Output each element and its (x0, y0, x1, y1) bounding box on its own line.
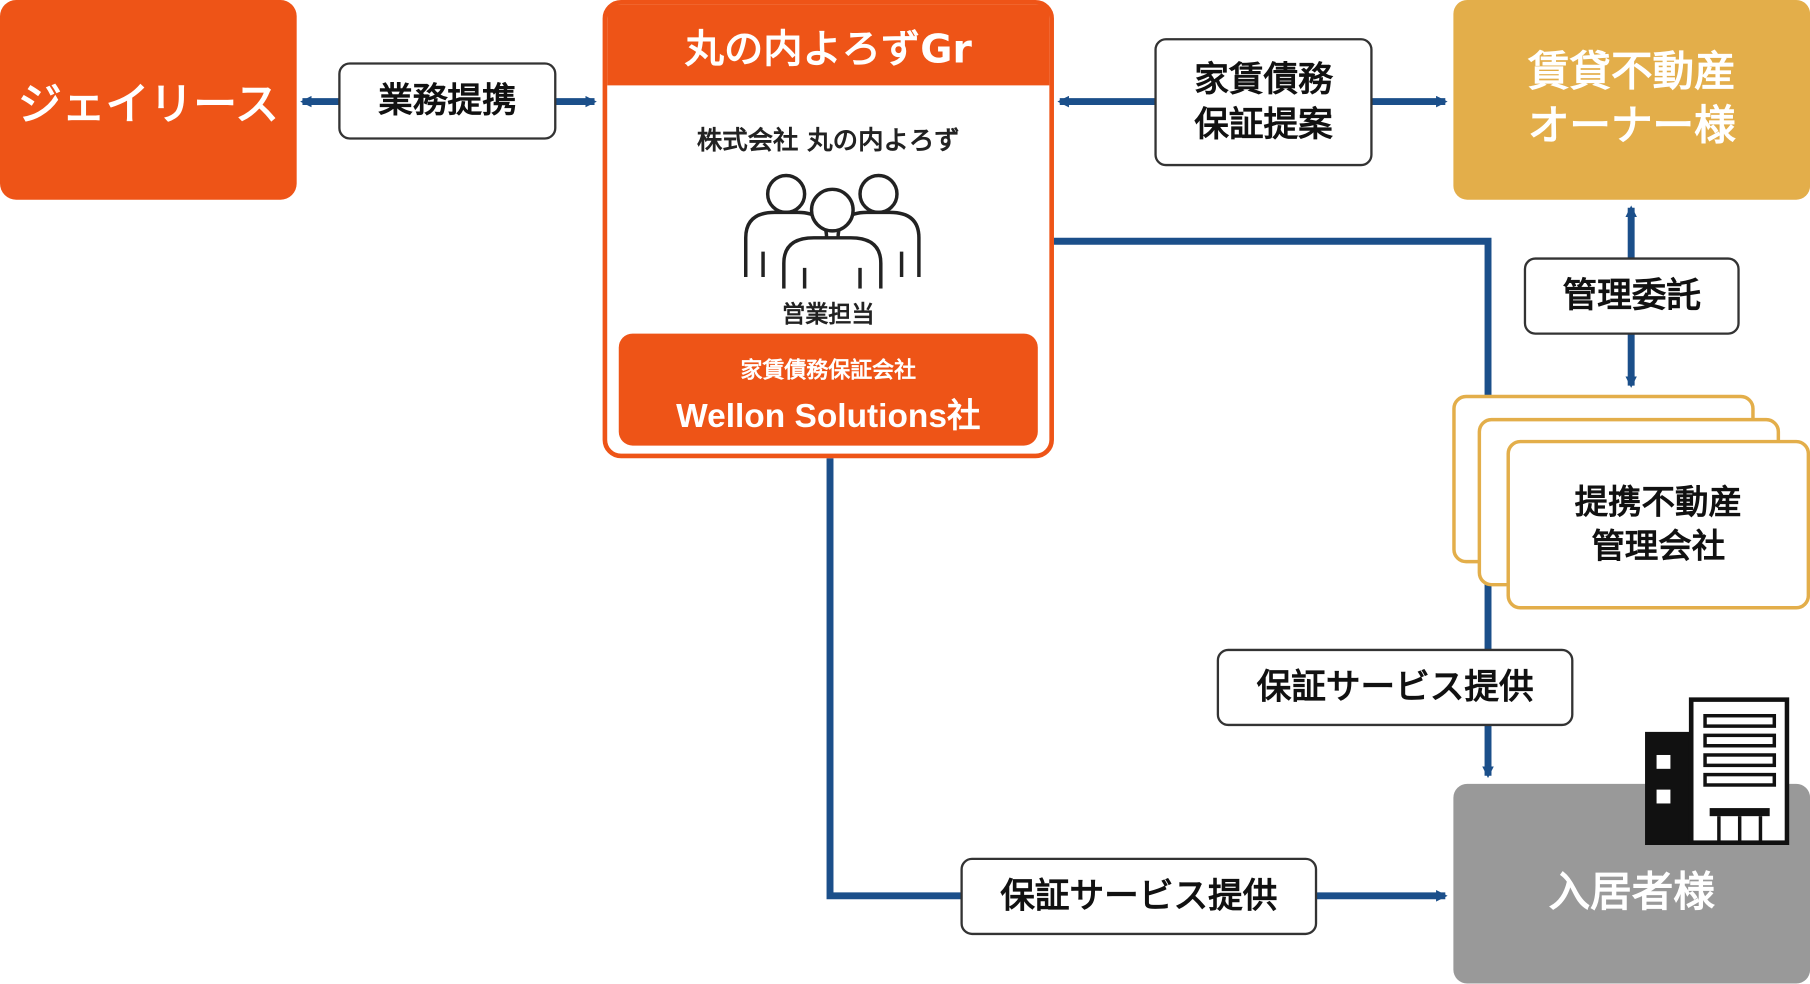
owner-label-line1: 賃貸不動産 (1527, 48, 1736, 96)
building-icon (1645, 697, 1790, 846)
guarantee-service-upper-text: 保証サービス提供 (1256, 666, 1534, 708)
management-entrust-text: 管理委託 (1562, 275, 1702, 317)
business-partnership-text: 業務提携 (378, 80, 517, 121)
guarantee-company-name: Wellon Solutions社 (676, 398, 981, 436)
business-partnership-label: 業務提携 (338, 62, 557, 140)
partner-management-node: 提携不動産 管理会社 (1506, 439, 1810, 610)
group-title: 丸の内よろずGr (607, 4, 1050, 86)
jaylease-label: ジェイリース (17, 78, 279, 130)
company-name: 株式会社 丸の内よろず (696, 126, 960, 156)
guarantee-company-type: 家賃債務保証会社 (740, 357, 917, 384)
rent-proposal-line2: 保証提案 (1194, 104, 1333, 145)
marunouchi-group-node: 丸の内よろずGr 株式会社 丸の内よろず 営業担当 家賃債務保証会社 Wello… (602, 0, 1054, 459)
arrow-guarantee-upper (1053, 237, 1494, 779)
owner-label-line2: オーナー様 (1527, 102, 1736, 150)
people-group-icon (744, 173, 921, 289)
sales-rep-label: 営業担当 (782, 300, 875, 328)
partner-label-line1: 提携不動産 (1574, 482, 1742, 522)
rent-proposal-label: 家賃債務 保証提案 (1154, 38, 1373, 167)
management-entrust-label: 管理委託 (1523, 257, 1740, 335)
rent-proposal-line1: 家賃債務 (1194, 59, 1333, 100)
tenant-node: 入居者様 (1453, 783, 1810, 984)
guarantee-service-lower-label: 保証サービス提供 (960, 857, 1318, 936)
guarantee-service-upper-label: 保証サービス提供 (1216, 648, 1574, 727)
partner-label-line2: 管理会社 (1591, 525, 1726, 566)
tenant-label: 入居者様 (1548, 868, 1715, 917)
jaylease-node: ジェイリース (0, 0, 297, 200)
owner-node: 賃貸不動産 オーナー様 (1453, 0, 1810, 200)
guarantee-service-lower-text: 保証サービス提供 (1000, 875, 1278, 917)
wellon-solutions-node: 家賃債務保証会社 Wellon Solutions社 (618, 333, 1038, 446)
